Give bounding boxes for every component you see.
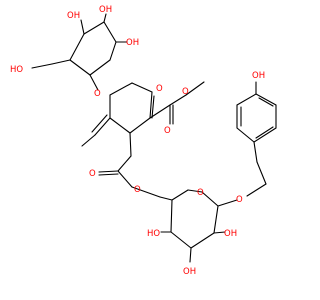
bond (69, 59, 91, 76)
bond (129, 117, 151, 134)
bond (83, 21, 105, 35)
bond (103, 21, 117, 43)
bond (149, 104, 171, 119)
atom-label-ho: HO (10, 65, 23, 75)
atom-label-oxygen: O (89, 169, 96, 179)
molecular-structure-diagram: OH OH OH HO O O O O O O O HO OH OH O OH (10, 5, 277, 277)
bond (246, 183, 267, 197)
bond (258, 97, 274, 107)
bond (255, 93, 277, 106)
bond (159, 196, 173, 201)
bond (190, 232, 215, 249)
bond (171, 189, 189, 201)
atom-label-oh: OH (183, 267, 196, 277)
atom-label-oh: OH (224, 229, 237, 239)
bond (89, 74, 99, 91)
bond (103, 13, 107, 23)
atom-label-oh: OH (126, 38, 139, 48)
bond (91, 114, 108, 133)
bond (109, 41, 117, 61)
bond (149, 91, 153, 119)
bond (81, 134, 96, 147)
bond (213, 231, 226, 234)
atom-label-oxygen: O (197, 188, 204, 198)
atom-label-ho: HO (147, 229, 160, 239)
bond (89, 59, 111, 76)
atom-label-oh: OH (67, 11, 80, 21)
bond (117, 170, 133, 188)
atom-label-oxygen: O (182, 87, 189, 97)
bond (98, 170, 119, 173)
bond (109, 117, 131, 134)
bond (170, 199, 173, 233)
structure-canvas: OH OH OH HO O O O O O O O HO OH OH O OH (10, 5, 277, 277)
bond (170, 231, 192, 249)
atom-label-oxygen: O (134, 185, 141, 195)
bond (69, 33, 85, 61)
bond (94, 117, 111, 136)
bond (236, 93, 257, 106)
bond (253, 127, 277, 143)
atom-label-layer: OH OH OH HO O O O O O O O HO OH OH O OH (10, 5, 265, 277)
bond (151, 95, 155, 119)
atom-label-oxygen: O (164, 126, 171, 136)
bond (256, 161, 267, 185)
bond (185, 81, 205, 96)
atom-label-oxygen: O (156, 84, 163, 94)
bond (98, 173, 119, 176)
bond-layer (31, 13, 277, 263)
bond (117, 155, 132, 172)
bond (213, 205, 219, 234)
bond (201, 191, 219, 207)
atom-label-oh: OH (99, 5, 112, 15)
bond (51, 59, 71, 65)
bond (253, 141, 258, 163)
bond (169, 94, 187, 106)
bond (129, 132, 132, 157)
atom-label-oxygen: O (94, 89, 101, 99)
bond (189, 247, 192, 263)
atom-label-oh: OH (252, 71, 265, 81)
bond (80, 19, 85, 35)
bond (109, 82, 133, 96)
atom-label-oxygen: O (236, 195, 243, 205)
bond (255, 126, 274, 139)
bond (217, 199, 238, 207)
bond (131, 186, 161, 198)
bond (131, 82, 153, 93)
bond (187, 189, 203, 193)
bond (236, 127, 255, 143)
bond (31, 63, 53, 69)
